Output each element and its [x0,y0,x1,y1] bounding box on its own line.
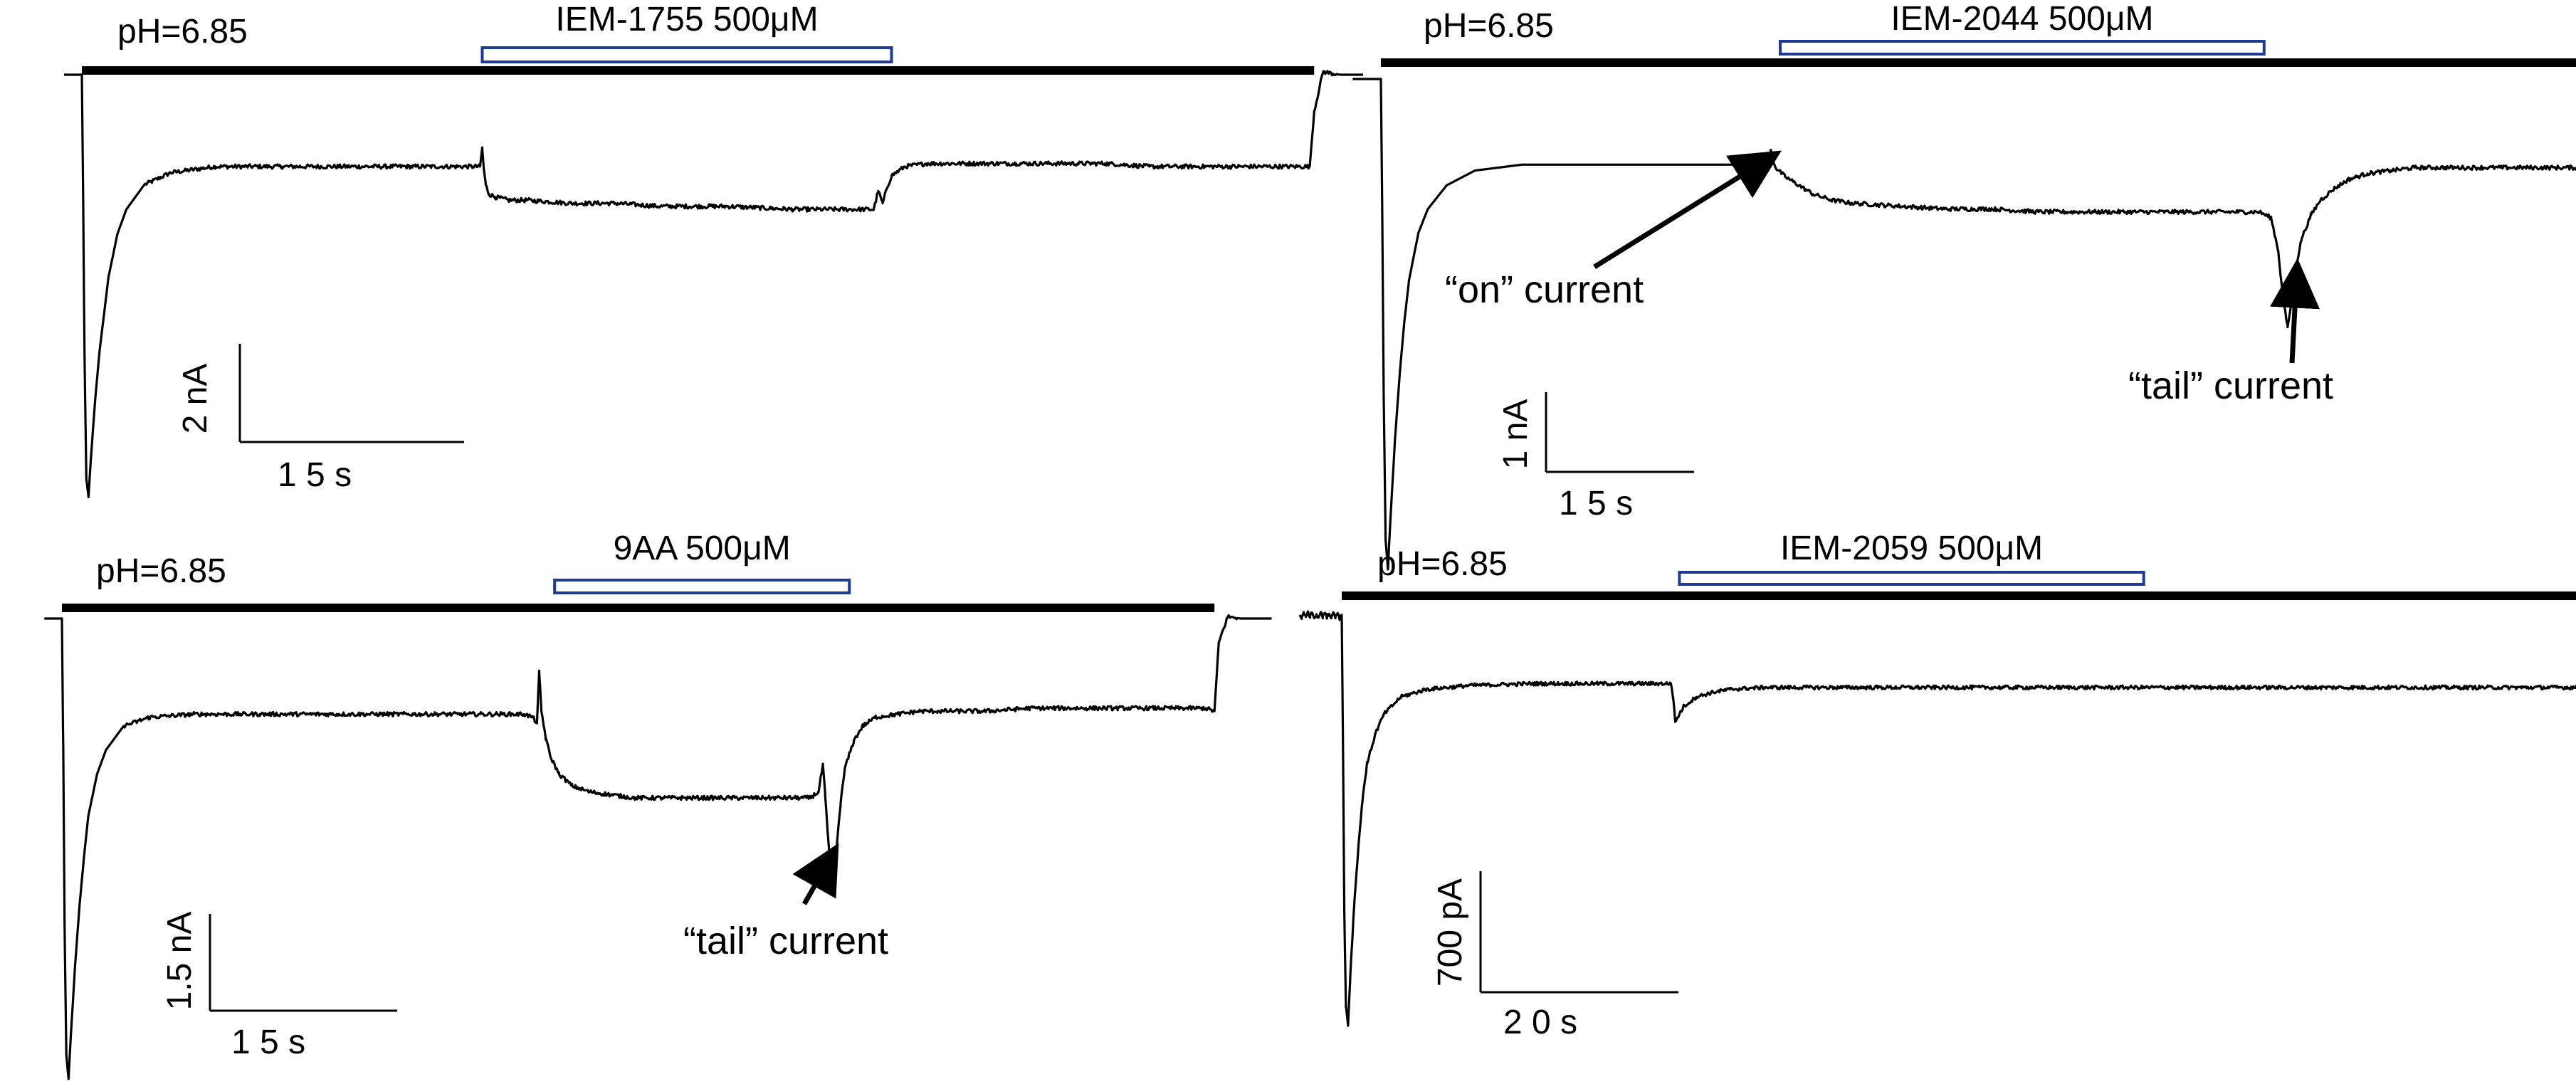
ph-label: pH=6.85 [1424,7,1554,45]
current-trace [44,614,1272,1080]
scale-bar-y-label: 2 nA [177,364,214,434]
drug-bar [480,46,893,63]
scale-bar-x-label: 1 5 s [231,1024,305,1061]
panel-iem-2044: pH=6.85 IEM-2044 500μM 1 nA 1 5 s “on” curre… [1352,0,2576,571]
scale-bar-x-label: 2 0 s [1503,1004,1577,1041]
drug-label: 9AA 500μM [614,530,791,567]
annotation-arrow [792,843,839,905]
drug-bar [553,579,851,594]
current-trace [64,70,1363,498]
drug-label: IEM-2044 500μM [1891,0,2153,38]
annotation-label: “tail” current [683,920,888,962]
panel-iem-2059: pH=6.85 IEM-2059 500μM 700 pA 2 0 s [1298,530,2576,1041]
ph-bar [1381,58,2576,67]
ph-label: pH=6.85 [1377,545,1508,583]
annotation-label: “on” current [1445,268,1644,311]
annotation-arrow [1593,150,1782,269]
panel-9aa: pH=6.85 9AA 500μM 1.5 nA 1 5 s “tail” curren… [44,530,1272,1080]
ph-label: pH=6.85 [96,552,226,590]
panel-iem-1755: pH=6.85 IEM-1755 500μM 2 nA 1 5 s [64,1,1363,498]
drug-bar [1779,40,2266,56]
current-trace [1298,610,2576,1027]
scale-bar-y-label: 1.5 nA [161,912,199,1011]
scale-bar-x-label: 1 5 s [278,456,352,494]
ph-bar [1342,591,2576,600]
ph-bar [82,66,1315,75]
annotation-arrow [2270,258,2320,364]
annotation-label: “tail” current [2128,364,2333,407]
ph-bar [62,604,1215,612]
scale-bar-y-label: 1 nA [1497,399,1535,470]
drug-label: IEM-1755 500μM [555,1,818,38]
scale-bar-y-label: 700 pA [1431,878,1469,987]
drug-label: IEM-2059 500μM [1780,530,2043,567]
scale-bar-x-label: 1 5 s [1559,485,1633,522]
drug-bar [1678,571,2145,586]
current-trace [1352,78,2576,571]
ph-label: pH=6.85 [117,13,248,51]
